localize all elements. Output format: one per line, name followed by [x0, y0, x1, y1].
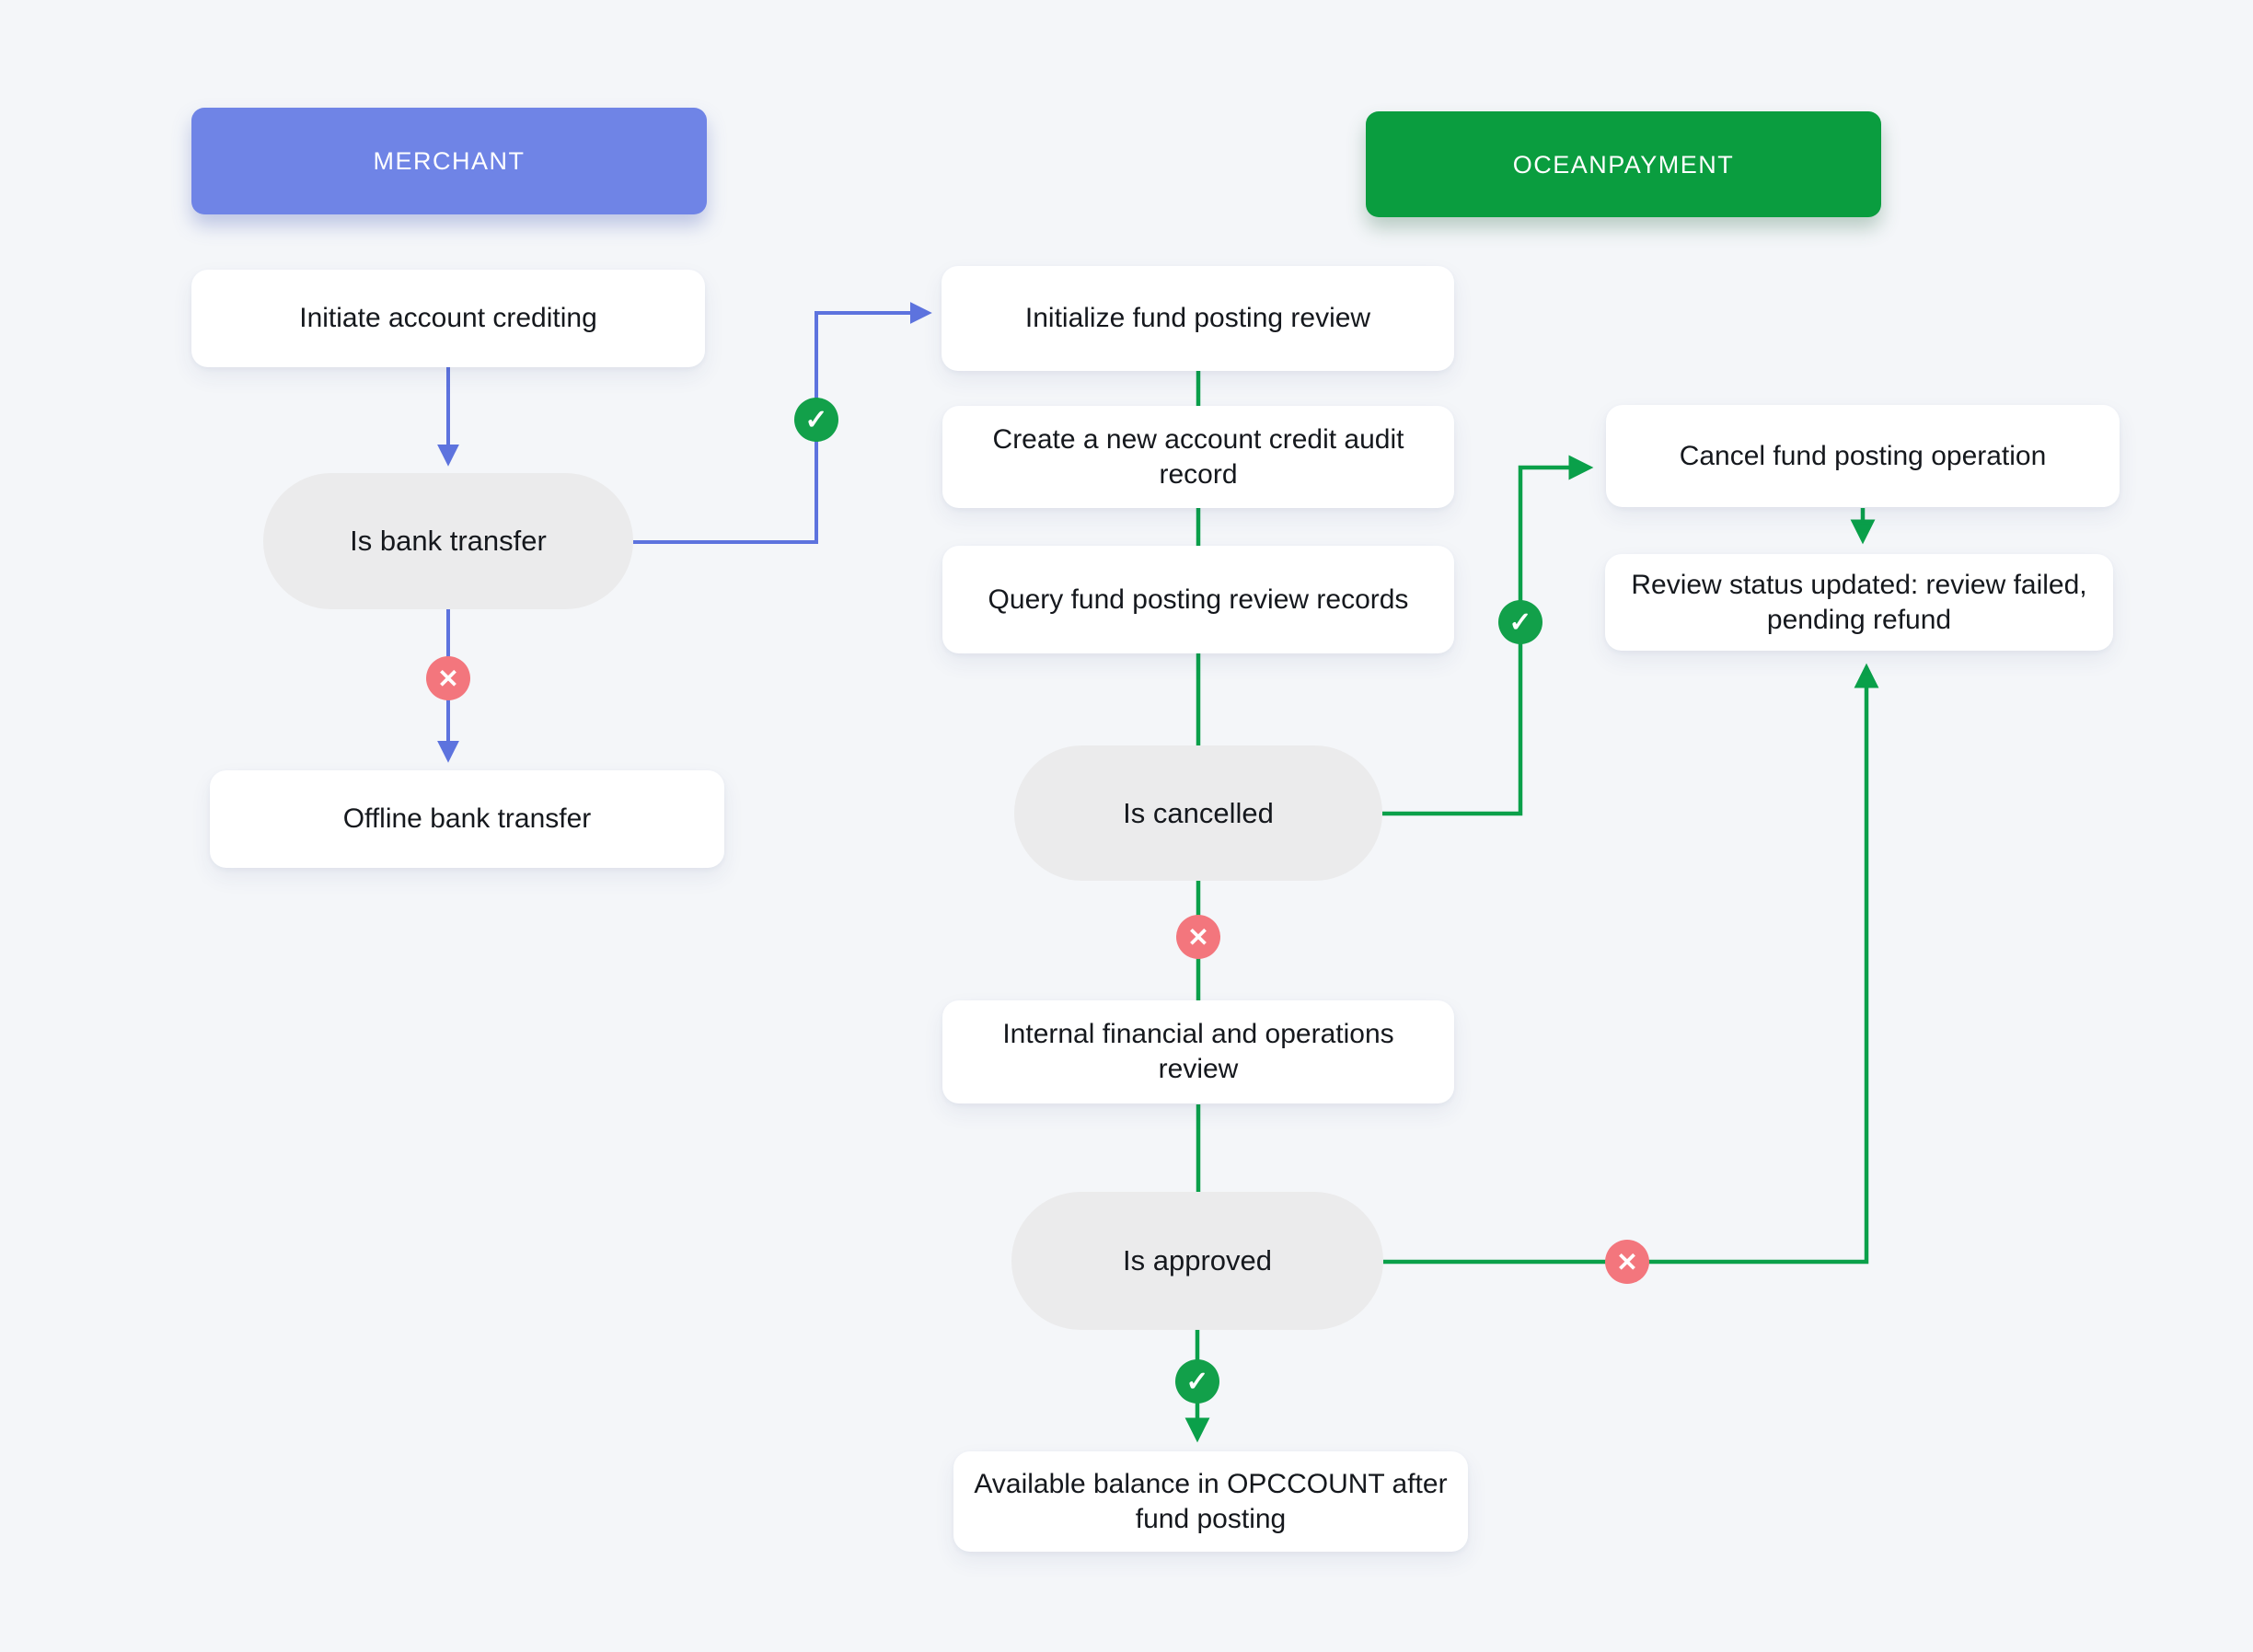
node-cancel-fund-posting-operation: Cancel fund posting operation — [1606, 405, 2120, 507]
decision-is-bank-transfer: Is bank transfer — [263, 473, 633, 609]
x-icon: ✕ — [426, 656, 470, 700]
node-label: Available balance in OPCCOUNT after fund… — [974, 1468, 1448, 1534]
node-label: Initialize fund posting review — [1024, 303, 1371, 333]
decision-label: Is bank transfer — [350, 525, 547, 557]
decision-is-cancelled: Is cancelled — [1014, 745, 1382, 881]
check-icon: ✓ — [1498, 600, 1542, 644]
cross-glyph: ✕ — [1616, 1247, 1638, 1277]
merchant-lane-header: MERCHANT — [191, 108, 707, 214]
cross-glyph: ✕ — [437, 664, 459, 693]
node-label: Offline bank transfer — [342, 803, 592, 834]
node-initiate-account-crediting: Initiate account crediting — [191, 270, 705, 367]
oceanpayment-lane-header: OCEANPAYMENT — [1366, 111, 1881, 217]
node-label: Initiate account crediting — [299, 303, 597, 333]
node-query-fund-posting-review-records: Query fund posting review records — [942, 546, 1454, 653]
node-create-account-credit-audit-record: Create a new account credit audit record — [942, 406, 1454, 508]
check-glyph: ✓ — [804, 404, 828, 435]
node-offline-bank-transfer: Offline bank transfer — [210, 770, 724, 868]
node-label: Internal financial and operations review — [1002, 1019, 1394, 1084]
node-available-balance-opccount: Available balance in OPCCOUNT after fund… — [953, 1451, 1468, 1552]
decision-is-approved: Is approved — [1011, 1192, 1383, 1330]
check-icon: ✓ — [794, 398, 838, 442]
connector-isapproved-to-reviewstatus — [1383, 663, 1879, 1265]
merchant-lane-label: MERCHANT — [373, 147, 526, 175]
node-label: Cancel fund posting operation — [1679, 440, 2047, 471]
node-internal-financial-operations-review: Internal financial and operations review — [942, 1000, 1454, 1103]
decision-label: Is approved — [1123, 1244, 1272, 1277]
node-label: Query fund posting review records — [988, 583, 1409, 615]
x-icon: ✕ — [1605, 1240, 1649, 1284]
node-initialize-fund-posting-review: Initialize fund posting review — [942, 266, 1454, 371]
check-glyph: ✓ — [1185, 1366, 1209, 1397]
check-icon: ✓ — [1175, 1359, 1219, 1404]
node-review-status-updated: Review status updated: review failed, pe… — [1605, 554, 2113, 651]
cross-glyph: ✕ — [1187, 922, 1209, 952]
node-label: Create a new account credit audit record — [992, 423, 1404, 490]
check-glyph: ✓ — [1508, 607, 1532, 638]
oceanpayment-lane-label: OCEANPAYMENT — [1512, 150, 1735, 179]
x-icon: ✕ — [1176, 915, 1220, 959]
node-label: Review status updated: review failed, pe… — [1631, 569, 2087, 635]
decision-label: Is cancelled — [1123, 796, 1274, 829]
